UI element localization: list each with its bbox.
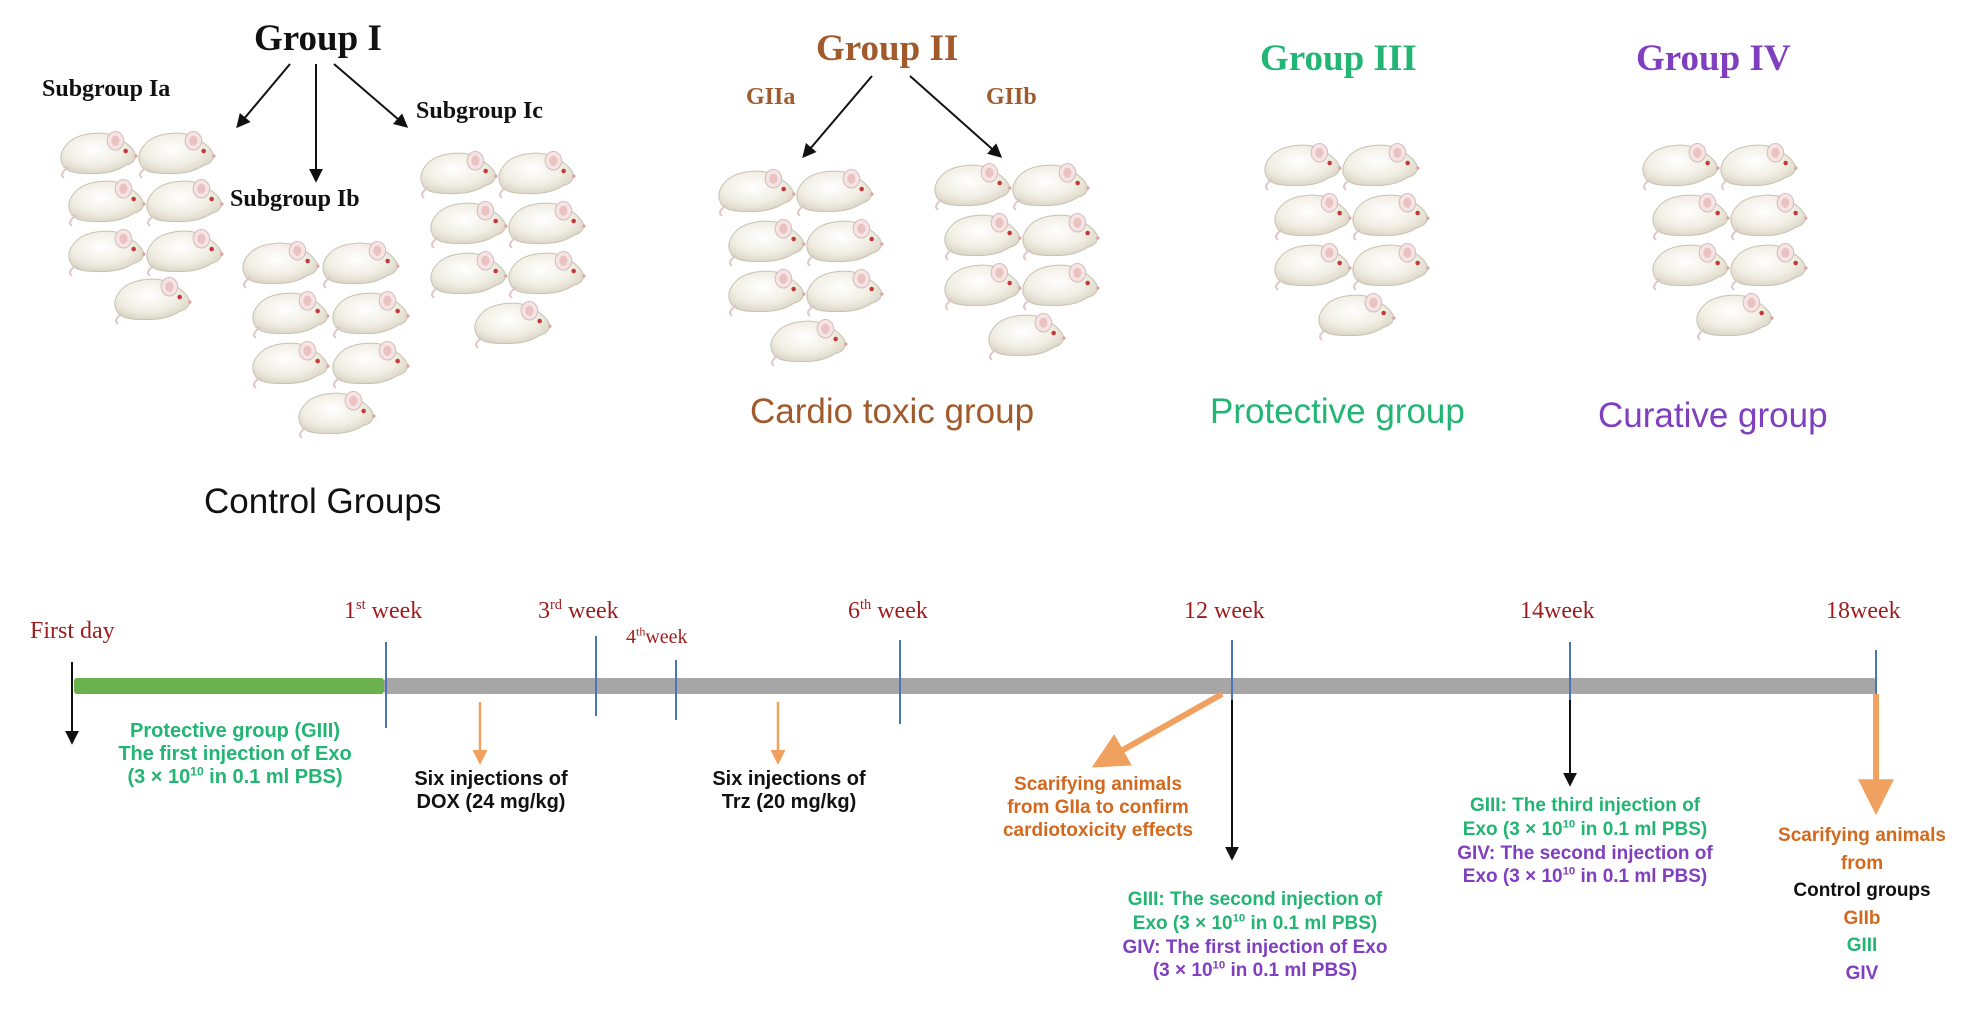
arrow-group1-to-ic xyxy=(333,63,409,128)
timeline-ticks xyxy=(385,636,1877,728)
control-groups-label: Control Groups xyxy=(204,482,442,521)
timeline-gray-bar xyxy=(384,678,1876,694)
final-note-line6: GIV xyxy=(1845,962,1879,984)
week1-label: 1st week xyxy=(344,597,423,624)
trz-note: Six injections of Trz (20 mg/kg) xyxy=(694,768,884,814)
subgroup-ib-label: Subgroup Ib xyxy=(230,186,360,212)
week14-injections-note: GIII: The third injection of Exo (3 × 10… xyxy=(1420,794,1750,889)
rats-group3 xyxy=(1263,142,1431,341)
w12-giv-line2: (3 × 1010 in 0.1 ml PBS) xyxy=(1152,959,1358,982)
final-note-line5: GIII xyxy=(1846,935,1878,957)
group2-title: Group II xyxy=(816,28,959,69)
rats-giia xyxy=(717,168,885,367)
cardio-toxic-group-label: Cardio toxic group xyxy=(750,392,1035,431)
group3-title: Group III xyxy=(1260,38,1417,79)
final-sacrifice-note: Scarifying animals from Control groups G… xyxy=(1764,822,1960,987)
rats-subgroup-ic xyxy=(419,150,587,349)
arrow-group2-to-a xyxy=(802,75,873,159)
giia-label: GIIa xyxy=(746,84,796,110)
week12-injections-note: GIII: The second injection of Exo (3 × 1… xyxy=(1090,888,1420,983)
week14-label: 14week xyxy=(1520,598,1595,624)
curative-group-label: Curative group xyxy=(1598,396,1828,435)
final-note-line3: Control groups xyxy=(1793,880,1931,902)
final-note-line2: from xyxy=(1840,852,1884,874)
arrow-group2-to-b xyxy=(909,75,1003,158)
sacrifice-giia-note: Scarifying animals from GIIa to confirm … xyxy=(978,774,1218,842)
w12-giii-line1: GIII: The second injection of xyxy=(1127,889,1383,910)
final-note-line4: GIIb xyxy=(1843,907,1881,929)
sacrifice-note-line2: from GIIa to confirm xyxy=(1007,796,1189,818)
rats-giib xyxy=(933,162,1101,361)
protective-note-line2: The first injection of Exo xyxy=(118,743,352,765)
protective-note-line1: Protective group (GIII) xyxy=(129,720,341,742)
sacrifice-note-line1: Scarifying animals xyxy=(1014,774,1182,795)
trz-note-line1: Six injections of xyxy=(712,768,866,790)
sacrifice-note-line3: cardiotoxicity effects xyxy=(1002,819,1194,841)
rats-group4 xyxy=(1641,142,1809,341)
w12-giv-line1: GIV: The first injection of Exo xyxy=(1122,936,1388,958)
week12-label: 12 week xyxy=(1184,598,1265,624)
group1-title: Group I xyxy=(254,18,382,59)
dox-note-line1: Six injections of xyxy=(414,768,568,790)
week6-label: 6th week xyxy=(848,597,928,624)
w12-giii-line2: Exo (3 × 1010 in 0.1 ml PBS) xyxy=(1132,912,1378,934)
arrow-sacrifice-giia xyxy=(1091,691,1224,768)
final-note-line1: Scarifying animals xyxy=(1778,825,1946,846)
rats-subgroup-ib xyxy=(241,240,411,439)
arrow-group1-to-ia xyxy=(236,63,291,129)
subgroup-ia-label: Subgroup Ia xyxy=(42,76,171,102)
w14-giv-line1: GIV: The second injection of xyxy=(1457,842,1713,864)
protective-note-line3: (3 × 1010 in 0.1 ml PBS) xyxy=(127,764,343,788)
w14-giii-line1: GIII: The third injection of xyxy=(1469,795,1701,816)
timeline-green-bar xyxy=(74,678,384,694)
subgroup-ic-label: Subgroup Ic xyxy=(416,98,543,124)
giib-label: GIIb xyxy=(986,84,1037,110)
trz-note-line2: Trz (20 mg/kg) xyxy=(721,791,857,813)
dox-note-line2: DOX (24 mg/kg) xyxy=(416,791,566,813)
week18-label: 18week xyxy=(1826,598,1901,624)
w14-giii-line2: Exo (3 × 1010 in 0.1 ml PBS) xyxy=(1462,818,1708,840)
protective-group-note: Protective group (GIII) The first inject… xyxy=(90,720,380,789)
week3-label: 3rd week xyxy=(538,597,619,624)
group4-title: Group IV xyxy=(1636,38,1791,79)
w14-giv-line2: Exo (3 × 1010 in 0.1 ml PBS) xyxy=(1462,865,1708,888)
week4-label: 4thweek xyxy=(626,624,688,648)
first-day-label: First day xyxy=(30,618,115,644)
rats-subgroup-ia xyxy=(59,130,225,325)
dox-note: Six injections of DOX (24 mg/kg) xyxy=(396,768,586,814)
protective-group-label: Protective group xyxy=(1210,392,1465,431)
